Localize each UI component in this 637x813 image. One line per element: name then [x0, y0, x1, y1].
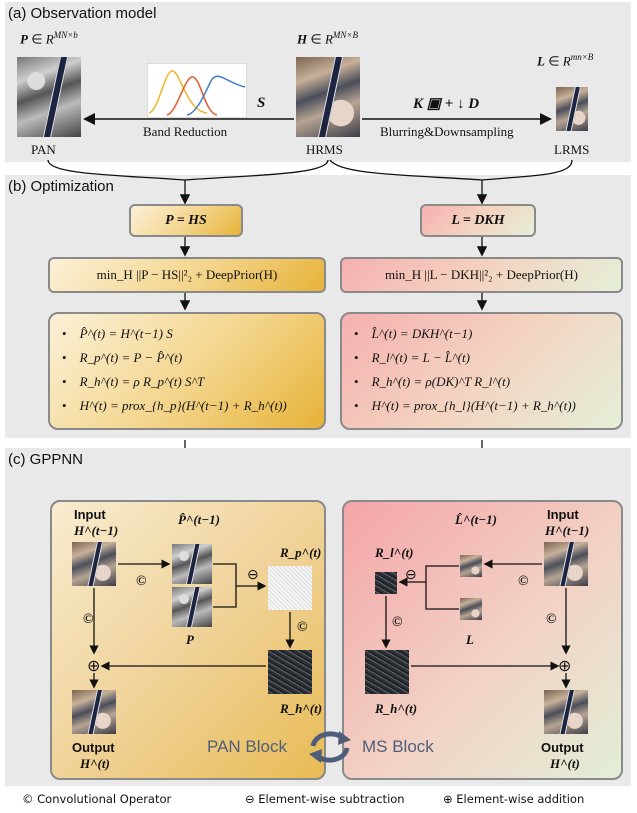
ms-conv-symbol-3: © — [392, 615, 403, 630]
ms-input-var: H^(t−1) — [545, 523, 590, 538]
ms-conv-symbol-2: © — [546, 612, 557, 627]
pan-step-1: • P̂^(t) = H^(t−1) S — [62, 326, 173, 341]
ms-output-image — [544, 690, 588, 734]
ms-add-symbol: ⊕ — [558, 658, 572, 675]
pan-step-3: • R_h^(t) = ρ R_p^(t) S^T — [62, 374, 205, 389]
ms-lhat-image — [460, 555, 482, 577]
hrms-image — [296, 57, 360, 137]
lrms-label: LRMS — [554, 142, 590, 157]
ms-step-1: • L̂^(t) = DKH^(t−1) — [354, 326, 473, 341]
ms-sub-symbol: ⊖ — [405, 568, 417, 583]
legend-subtraction: ⊖ Element-wise subtraction — [245, 792, 405, 806]
pan-step-4: • H^(t) = prox_{h_p}(H^(t−1) + R_h^(t)) — [62, 398, 287, 413]
pan-rh-image — [268, 650, 312, 694]
pan-rp-label: R_p^(t) — [280, 545, 322, 560]
section-c-title: (c) GPPNN — [8, 451, 83, 468]
pan-model-equation: P = HS — [165, 212, 207, 228]
pan-step-2: • R_p^(t) = P − P̂^(t) — [62, 350, 183, 365]
pan-input-image — [72, 542, 116, 586]
ms-step-4: • H^(t) = prox_{h_l}(H^(t−1) + R_h^(t)) — [354, 398, 576, 413]
pan-add-symbol: ⊕ — [87, 658, 101, 675]
ms-input-image — [544, 542, 588, 586]
pan-rp-image — [268, 566, 312, 610]
ms-l-label: L — [466, 632, 474, 647]
hrms-label: HRMS — [306, 142, 343, 157]
ms-objective-equation: min_H ||L − DKH||²₂ + DeepPrior(H) — [385, 267, 578, 282]
ms-conv-symbol-1: © — [518, 574, 529, 589]
pan-output-var: H^(t) — [80, 756, 110, 771]
pan-phat-image — [172, 544, 212, 584]
pan-input-label: Input — [74, 507, 106, 522]
ms-model-equation: L = DKH — [451, 212, 505, 228]
pan-conv-symbol-2: © — [83, 612, 94, 627]
pan-output-label: Output — [72, 740, 115, 755]
pan-steps-box — [48, 312, 326, 430]
ms-model-box: L = DKH — [420, 204, 536, 237]
section-b-title: (b) Optimization — [8, 178, 114, 195]
pan-image — [17, 57, 81, 137]
pan-objective-equation: min_H ||P − HS||²₂ + DeepPrior(H) — [96, 267, 278, 282]
ms-objective-box: min_H ||L − DKH||²₂ + DeepPrior(H) — [340, 257, 623, 293]
pan-steps-list: • P̂^(t) = H^(t−1) S • R_p^(t) = P − P̂^… — [62, 322, 287, 418]
legend-addition: ⊕ Element-wise addition — [443, 792, 585, 806]
block-swap-icon — [309, 731, 351, 763]
band-reduction-label: Band Reduction — [143, 124, 228, 139]
pan-phat-label: P̂^(t−1) — [178, 512, 220, 527]
pan-label: PAN — [31, 142, 56, 157]
ms-steps-box — [340, 312, 623, 430]
blur-downsample-operator: K ▣ + ↓ D — [413, 96, 480, 112]
lrms-image — [556, 87, 588, 131]
ms-rh-label: R_h^(t) — [375, 701, 418, 716]
spectral-response-plot — [147, 63, 247, 118]
s-symbol: S — [257, 95, 266, 111]
pan-block-label: PAN Block — [207, 737, 287, 756]
pan-conv-symbol-1: © — [136, 574, 147, 589]
hrms-set-equation: H ∈ RMN×B — [297, 30, 358, 47]
ms-lhat-label: L̂^(t−1) — [455, 512, 497, 527]
ms-output-var: H^(t) — [550, 756, 580, 771]
lrms-set-equation: L ∈ Rmn×B — [537, 52, 594, 69]
ms-step-2: • R_l^(t) = L − L̂^(t) — [354, 350, 470, 365]
pan-p-image — [172, 587, 212, 627]
ms-block-label: MS Block — [362, 737, 434, 756]
pan-input-var: H^(t−1) — [74, 523, 119, 538]
pan-output-image — [72, 690, 116, 734]
blur-downsample-label: Blurring&Downsampling — [380, 124, 514, 139]
ms-input-label: Input — [547, 507, 579, 522]
legend-convolution: © Convolutional Operator — [22, 792, 172, 806]
ms-step-3: • R_h^(t) = ρ(DK)^T R_l^(t) — [354, 374, 511, 389]
ms-output-label: Output — [541, 740, 584, 755]
pan-p-label: P — [186, 632, 194, 647]
pan-rh-label: R_h^(t) — [280, 701, 323, 716]
ms-l-image — [460, 598, 482, 620]
ms-rl-label: R_l^(t) — [375, 545, 414, 560]
pan-model-box: P = HS — [129, 204, 243, 237]
section-a-title: (a) Observation model — [8, 5, 157, 22]
observation-arrows — [83, 113, 552, 125]
ms-steps-list: • L̂^(t) = DKH^(t−1) • R_l^(t) = L − L̂^… — [354, 322, 576, 418]
pan-sub-symbol: ⊖ — [247, 568, 259, 583]
ms-rl-image — [375, 572, 397, 594]
optimization-arrows — [47, 159, 573, 480]
ms-rh-image — [365, 650, 409, 694]
pan-objective-box: min_H ||P − HS||²₂ + DeepPrior(H) — [48, 257, 326, 293]
pan-set-equation: P ∈ RMN×b — [20, 30, 78, 47]
pan-conv-symbol-3: © — [297, 620, 308, 635]
